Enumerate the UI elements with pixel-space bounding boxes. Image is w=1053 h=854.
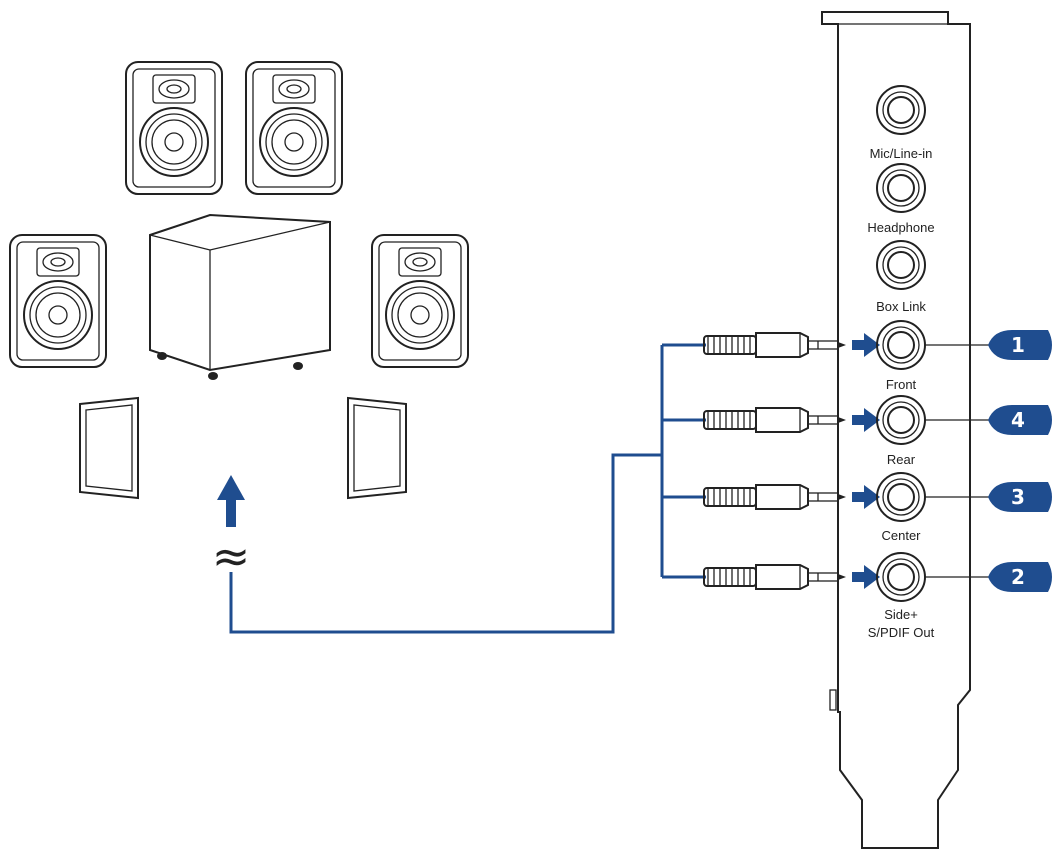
badge-number: 3 (1011, 485, 1025, 509)
jack-label-mic: Mic/Line-in (870, 146, 933, 161)
jack-label-rear: Rear (887, 452, 916, 467)
front-left-speaker-icon (125, 61, 223, 195)
audio-plug-icon (703, 407, 847, 433)
badge-number: 2 (1011, 565, 1025, 589)
side-left-speaker-icon (9, 234, 107, 368)
headphone-jack[interactable] (876, 163, 926, 213)
jack-label-center: Center (881, 528, 921, 543)
jack-label-front: Front (886, 377, 917, 392)
arrow-right-icon (852, 565, 880, 589)
jack-label-spdif: S/PDIF Out (868, 625, 935, 640)
side-spdif-jack[interactable] (876, 552, 926, 602)
audio-plug-icon (703, 484, 847, 510)
arrow-right-icon (852, 333, 880, 357)
mic-line-in-jack[interactable] (876, 85, 926, 135)
front-jack[interactable] (876, 320, 926, 370)
badge-front: 1 (988, 330, 1052, 360)
badge-number: 1 (1011, 333, 1025, 357)
arrow-right-icon (852, 485, 880, 509)
wireless-rear-left-speaker-icon (79, 397, 139, 499)
center-jack[interactable] (876, 472, 926, 522)
front-right-speaker-icon (245, 61, 343, 195)
badge-rear: 4 (988, 405, 1052, 435)
badge-leader-lines (925, 344, 995, 578)
badge-center: 3 (988, 482, 1052, 512)
sound-card-bracket (821, 11, 971, 849)
side-right-speaker-icon (371, 234, 469, 368)
badge-number: 4 (1011, 408, 1025, 432)
arrow-up-icon (217, 475, 245, 527)
jack-label-boxlink: Box Link (876, 299, 926, 314)
jack-label-side: Side+ (884, 607, 918, 622)
audio-cable (229, 343, 706, 634)
audio-plug-icon (703, 332, 847, 358)
rear-jack[interactable] (876, 395, 926, 445)
arrow-right-icon (852, 408, 880, 432)
wireless-rear-right-speaker-icon (347, 397, 407, 499)
box-link-jack[interactable] (876, 240, 926, 290)
audio-plug-icon (703, 564, 847, 590)
badge-side: 2 (988, 562, 1052, 592)
subwoofer-icon (149, 213, 331, 380)
jack-label-headphone: Headphone (867, 220, 934, 235)
